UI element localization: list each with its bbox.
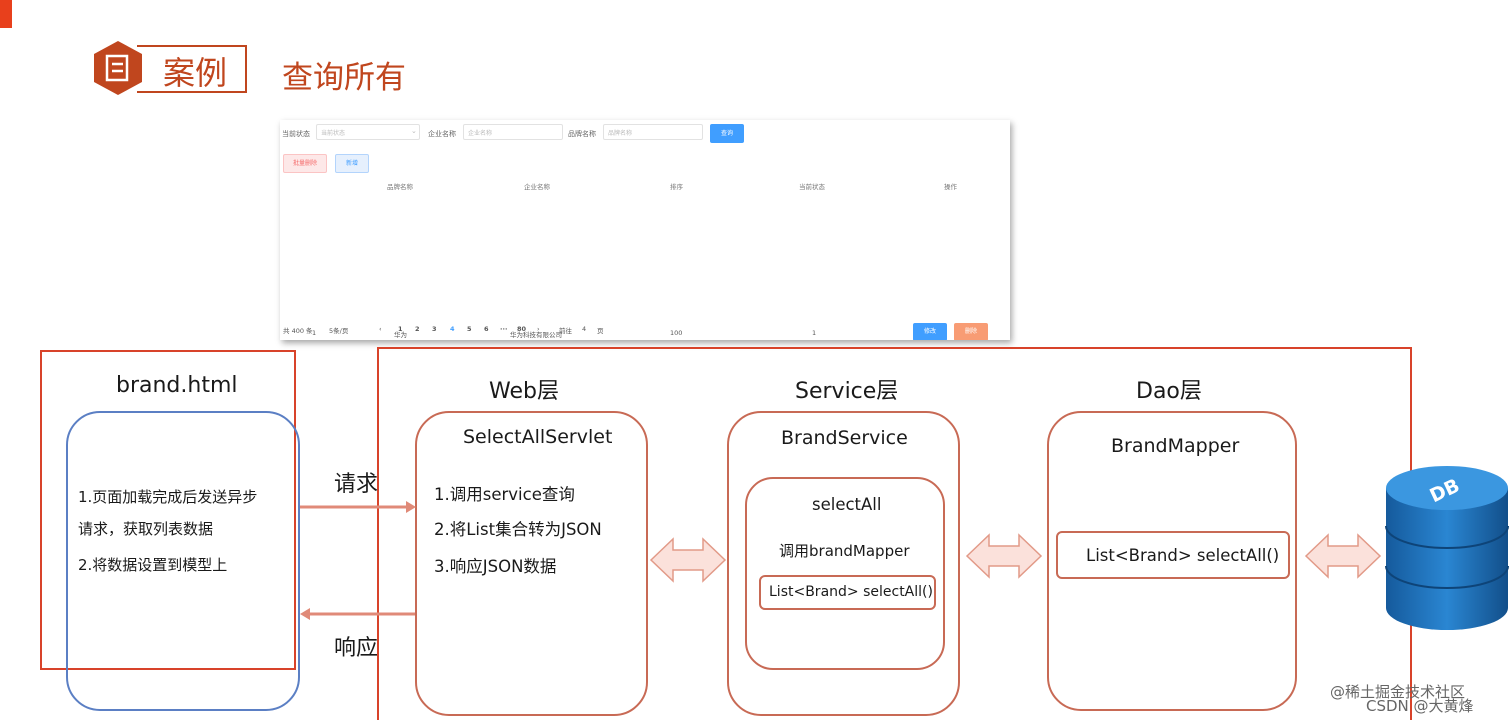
query-button[interactable]: 查询 bbox=[710, 124, 744, 143]
row-company: 华为科技有限公司 bbox=[510, 331, 562, 339]
brand-input[interactable]: 品牌名称 bbox=[603, 124, 703, 140]
column-header-status: 当前状态 bbox=[799, 183, 825, 191]
watermark-csdn: CSDN @大黄烽 bbox=[1366, 697, 1474, 715]
pagination-next-icon[interactable]: › bbox=[537, 325, 540, 333]
chevron-down-icon: ⌄ bbox=[411, 127, 417, 135]
status-select[interactable]: 当前状态 bbox=[316, 124, 420, 140]
watermark-juejin: @稀土掘金技术社区 bbox=[1330, 683, 1466, 701]
column-header-company: 企业名称 bbox=[524, 183, 550, 191]
pagination-page-size[interactable]: 5条/页 bbox=[329, 327, 349, 335]
filter-label-status: 当前状态 bbox=[282, 130, 310, 138]
web-step-2: 2.将List集合转为JSON bbox=[434, 520, 602, 539]
row-status: 1 bbox=[812, 329, 817, 337]
case-document-icon bbox=[94, 41, 142, 95]
row-brand: 华为 bbox=[394, 331, 407, 339]
service-signature-box bbox=[759, 575, 936, 610]
client-step-1-cont: 请求，获取列表数据 bbox=[78, 520, 214, 538]
web-step-3: 3.响应JSON数据 bbox=[434, 557, 557, 576]
pagination-page[interactable]: 6 bbox=[484, 325, 489, 333]
client-title: brand.html bbox=[116, 373, 238, 398]
row-order: 100 bbox=[670, 329, 683, 337]
web-layer-title: Web层 bbox=[489, 379, 559, 404]
client-step-1: 1.页面加载完成后发送异步 bbox=[78, 488, 258, 506]
dao-layer-box bbox=[1047, 411, 1297, 711]
delete-button[interactable]: 删除 bbox=[954, 323, 988, 340]
web-layer-box bbox=[415, 411, 648, 716]
response-label: 响应 bbox=[334, 636, 379, 661]
edit-button[interactable]: 修改 bbox=[913, 323, 947, 340]
batch-delete-button[interactable]: 批量删除 bbox=[283, 154, 327, 173]
filter-label-company: 企业名称 bbox=[428, 130, 456, 138]
dao-mapper-name: BrandMapper bbox=[1111, 435, 1240, 457]
case-label-frame bbox=[137, 45, 247, 93]
pagination-goto-input[interactable]: 4 bbox=[582, 325, 587, 333]
select-all-method-box bbox=[745, 477, 945, 670]
web-step-1: 1.调用service查询 bbox=[434, 485, 575, 504]
pagination-page[interactable]: 2 bbox=[415, 325, 420, 333]
add-button[interactable]: 新增 bbox=[335, 154, 369, 173]
row-index: 1 bbox=[312, 329, 317, 337]
pagination-prev-icon[interactable]: ‹ bbox=[379, 325, 382, 333]
column-header-brand: 品牌名称 bbox=[387, 183, 413, 191]
pagination-page[interactable]: 4 bbox=[450, 325, 455, 333]
service-layer-box bbox=[727, 411, 960, 716]
pagination-page[interactable]: ··· bbox=[500, 325, 508, 333]
request-label: 请求 bbox=[334, 472, 379, 497]
client-step-2: 2.将数据设置到模型上 bbox=[78, 556, 228, 574]
client-frame bbox=[40, 350, 296, 670]
pagination-goto-label: 前往 bbox=[559, 327, 572, 335]
pagination-page[interactable]: 3 bbox=[432, 325, 437, 333]
service-dao-double-arrow bbox=[965, 533, 1043, 579]
brand-table-screenshot: 当前状态 当前状态 ⌄ 企业名称 企业名称 品牌名称 品牌名称 查询 批量删除 … bbox=[280, 120, 1010, 340]
web-service-double-arrow bbox=[649, 537, 727, 583]
dao-db-double-arrow bbox=[1304, 533, 1382, 579]
dao-signature-box bbox=[1056, 531, 1290, 579]
request-arrow bbox=[300, 501, 416, 513]
pagination-page-suffix: 页 bbox=[597, 327, 604, 335]
company-input[interactable]: 企业名称 bbox=[463, 124, 563, 140]
case-label: 案例 bbox=[163, 54, 228, 92]
web-servlet-name: SelectAllServlet bbox=[463, 426, 613, 448]
pagination-page[interactable]: 1 bbox=[398, 325, 403, 333]
service-method-name: selectAll bbox=[812, 495, 882, 514]
service-layer-title: Service层 bbox=[795, 379, 899, 404]
corner-accent-mark bbox=[0, 0, 12, 28]
database-icon: DB bbox=[1385, 466, 1509, 630]
service-signature: List<Brand> selectAll() bbox=[769, 584, 933, 600]
pagination-total: 共 400 条 bbox=[283, 327, 313, 335]
client-box bbox=[66, 411, 300, 711]
service-name: BrandService bbox=[781, 427, 908, 449]
pagination-page[interactable]: 80 bbox=[517, 325, 527, 333]
dao-layer-title: Dao层 bbox=[1136, 379, 1202, 404]
column-header-order: 排序 bbox=[670, 183, 683, 191]
page-title: 查询所有 bbox=[282, 60, 406, 96]
response-arrow bbox=[300, 608, 415, 620]
filter-label-brand: 品牌名称 bbox=[568, 130, 596, 138]
dao-signature: List<Brand> selectAll() bbox=[1086, 546, 1280, 565]
column-header-actions: 操作 bbox=[944, 183, 957, 191]
pagination-page[interactable]: 5 bbox=[467, 325, 472, 333]
service-call-text: 调用brandMapper bbox=[779, 542, 910, 560]
